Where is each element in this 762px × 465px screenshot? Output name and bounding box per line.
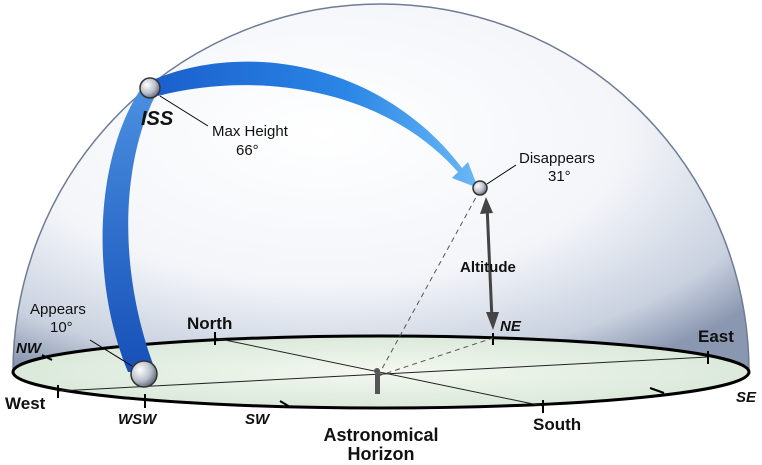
- iss-path-rising: [102, 90, 156, 372]
- max-height-value: 66°: [236, 142, 259, 159]
- iss-path-setting: [148, 61, 478, 188]
- direction-wsw: WSW: [118, 411, 158, 428]
- direction-sw: SW: [245, 411, 271, 428]
- sky-dome: [12, 3, 750, 373]
- direction-south: South: [533, 415, 581, 434]
- direction-ne: NE: [500, 318, 522, 335]
- horizon-label-line2: Horizon: [348, 444, 415, 464]
- horizon-label-line1: Astronomical: [323, 425, 438, 445]
- direction-north: North: [187, 314, 232, 333]
- max-height-leader: [159, 95, 209, 127]
- disappears-value: 31°: [548, 168, 571, 185]
- iss-max-height-marker: [139, 77, 161, 99]
- direction-nw: NW: [16, 340, 43, 357]
- disappears-leader: [486, 164, 517, 185]
- max-height-label: Max Height: [212, 123, 289, 140]
- altitude-arrow: [480, 197, 499, 330]
- appears-value: 10°: [50, 319, 73, 336]
- disappears-label: Disappears: [519, 150, 595, 167]
- ground-dashed: [377, 337, 494, 377]
- appears-label: Appears: [30, 301, 86, 318]
- west-east-line: [57, 356, 709, 392]
- direction-east: East: [698, 327, 734, 346]
- altitude-label: Altitude: [460, 259, 516, 276]
- direction-west: West: [5, 394, 46, 413]
- direction-se: SE: [736, 389, 757, 406]
- appears-leader: [89, 339, 133, 367]
- iss-appears-marker: [130, 360, 158, 388]
- iss-label: ISS: [141, 108, 174, 130]
- iss-disappears-marker: [472, 180, 488, 196]
- horizon-ticks: [41, 332, 709, 413]
- observer-figure: [374, 368, 380, 394]
